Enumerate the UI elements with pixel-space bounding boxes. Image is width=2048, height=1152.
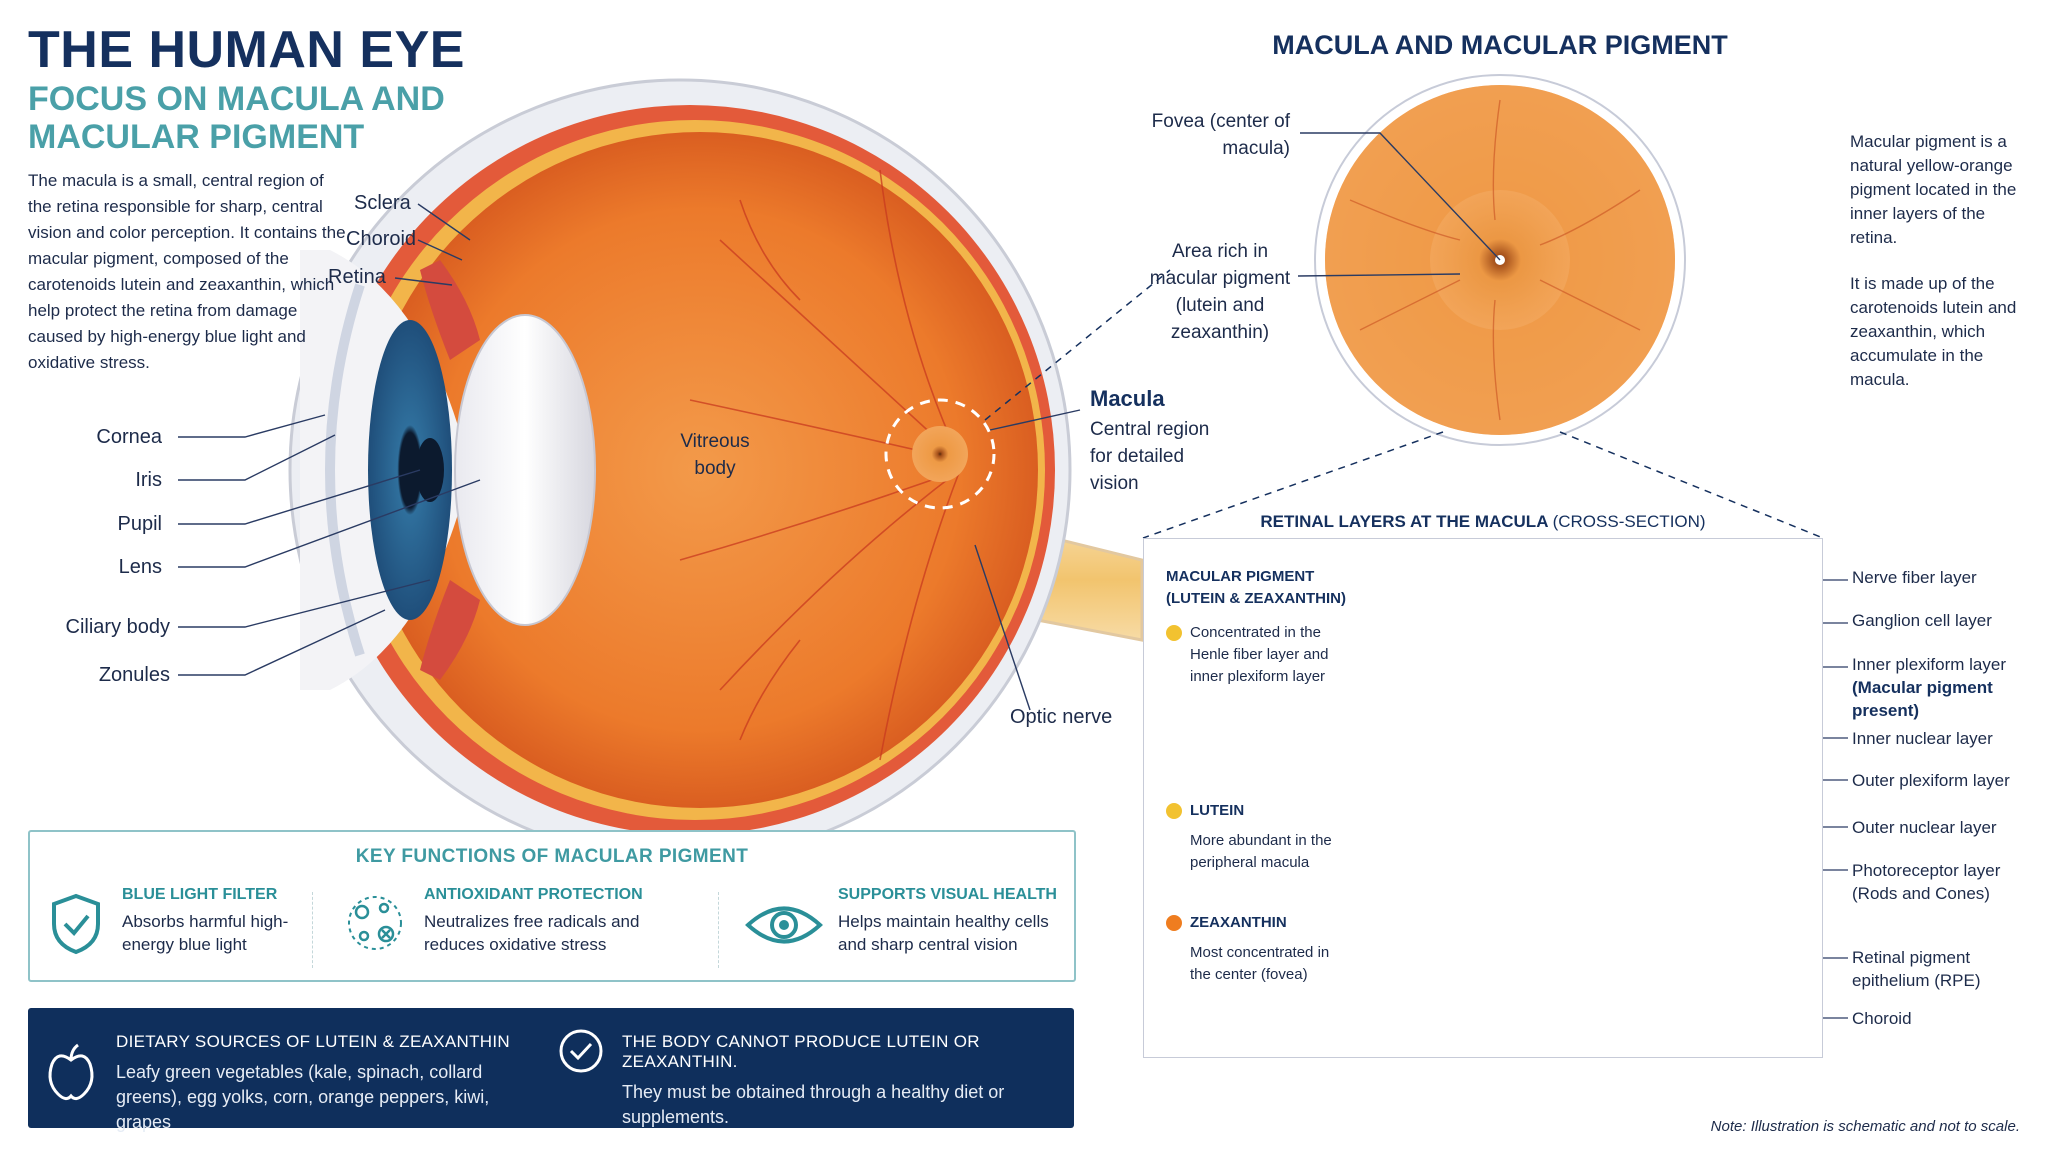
layer-label-rpe: Retinal pigment epithelium (RPE) xyxy=(1852,948,1981,990)
visual-health-desc: Helps maintain healthy cells and sharp c… xyxy=(838,912,1049,954)
eye-icon xyxy=(745,906,823,944)
label-optic-nerve: Optic nerve xyxy=(1010,706,1113,728)
page-subtitle: FOCUS ON MACULA AND MACULAR PIGMENT xyxy=(28,80,445,156)
pigment-legend: MACULAR PIGMENT (LUTEIN & ZEAXANTHIN) Co… xyxy=(1166,566,1356,688)
label-fovea: Fovea (center of macula) xyxy=(1151,111,1290,159)
layer-label-inner-nuclear: Inner nuclear layer xyxy=(1852,729,1993,748)
label-pigment-rich-area: Area rich in macular pigment (lutein and… xyxy=(1149,241,1291,343)
molecule-icon xyxy=(348,896,402,950)
lutein-heading: LUTEIN xyxy=(1190,802,1245,819)
footer-note: Note: Illustration is schematic and not … xyxy=(1710,1118,2020,1135)
antioxidant-heading: ANTIOXIDANT PROTECTION xyxy=(424,886,643,903)
shield-check-icon xyxy=(52,893,100,955)
label-iris: Iris xyxy=(135,469,162,491)
label-lens: Lens xyxy=(118,556,162,578)
intro-paragraph: The macula is a small, central region of… xyxy=(28,171,346,372)
blue-light-filter-text: BLUE LIGHT FILTER Absorbs harmful high-e… xyxy=(122,886,302,956)
layer-label-ipl-note: (Macular pigment present) xyxy=(1852,678,1993,720)
layer-label-outer-plexiform: Outer plexiform layer xyxy=(1852,771,2010,790)
label-sclera: Sclera xyxy=(354,192,411,214)
label-cornea: Cornea xyxy=(96,426,162,448)
lutein-legend-row: LUTEIN xyxy=(1166,800,1336,822)
dietary-sources-panel: DIETARY SOURCES OF LUTEIN & ZEAXANTHIN L… xyxy=(28,1008,1074,1132)
visual-health-heading: SUPPORTS VISUAL HEALTH xyxy=(838,886,1057,903)
zeaxanthin-legend-row: ZEAXANTHIN xyxy=(1166,912,1336,934)
layer-label-nerve-fiber: Nerve fiber layer xyxy=(1852,568,1977,587)
label-ciliary-body: Ciliary body xyxy=(65,616,170,638)
cross-section-title-text: RETINAL LAYERS AT THE MACULA xyxy=(1260,512,1548,531)
visual-health-text: SUPPORTS VISUAL HEALTH Helps maintain he… xyxy=(838,886,1068,956)
check-circle-icon xyxy=(559,1029,603,1073)
cross-section-title-suffix: (CROSS-SECTION) xyxy=(1552,512,1706,531)
layer-label-photoreceptor: Photoreceptor layer (Rods and Cones) xyxy=(1852,861,2001,903)
function-visual-health: SUPPORTS VISUAL HEALTH Helps maintain he… xyxy=(744,886,1068,956)
cross-section-title: RETINAL LAYERS AT THE MACULA (CROSS-SECT… xyxy=(1143,512,1823,532)
layer-label-outer-nuclear: Outer nuclear layer xyxy=(1852,818,1997,837)
apple-icon xyxy=(48,1043,94,1101)
layer-label-choroid: Choroid xyxy=(1852,1009,1912,1028)
label-vitreous-body: Vitreous body xyxy=(680,431,750,479)
function-blue-light-filter: BLUE LIGHT FILTER Absorbs harmful high-e… xyxy=(48,886,302,956)
zeaxanthin-text: Most concentrated in the center (fovea) xyxy=(1190,944,1330,983)
function-divider xyxy=(312,892,313,968)
function-divider xyxy=(718,892,719,968)
blue-light-filter-desc: Absorbs harmful high-energy blue light xyxy=(122,912,289,954)
label-choroid: Choroid xyxy=(346,228,417,250)
pigment-dot-icon xyxy=(1166,625,1182,641)
pigment-legend-heading: MACULAR PIGMENT (LUTEIN & ZEAXANTHIN) xyxy=(1166,568,1346,607)
dietary-sources-list: Leafy green vegetables (kale, spinach, c… xyxy=(116,1062,490,1132)
antioxidant-text: ANTIOXIDANT PROTECTION Neutralizes free … xyxy=(424,886,644,956)
label-retina: Retina xyxy=(328,266,386,288)
zeaxanthin-legend: ZEAXANTHIN Most concentrated in the cent… xyxy=(1166,912,1336,986)
cross-section-panel xyxy=(1143,538,1823,1058)
macular-pigment-note-2: It is made up of the carotenoids lutein … xyxy=(1850,274,2017,389)
pigment-legend-row: Concentrated in the Henle fiber layer an… xyxy=(1166,622,1356,688)
key-functions-title: KEY FUNCTIONS OF MACULAR PIGMENT xyxy=(355,846,749,867)
dietary-sources-text: DIETARY SOURCES OF LUTEIN & ZEAXANTHIN L… xyxy=(116,1032,536,1135)
body-cannot-produce-text: THE BODY CANNOT PRODUCE LUTEIN OR ZEAXAN… xyxy=(622,1032,1062,1130)
key-functions-panel: KEY FUNCTIONS OF MACULAR PIGMENT BLUE LI… xyxy=(28,830,1076,982)
lutein-dot-icon xyxy=(1166,803,1182,819)
body-cannot-produce-desc: They must be obtained through a healthy … xyxy=(622,1082,1005,1127)
blue-light-filter-heading: BLUE LIGHT FILTER xyxy=(122,886,278,903)
antioxidant-desc: Neutralizes free radicals and reduces ox… xyxy=(424,912,640,954)
label-macula: Macula xyxy=(1090,386,1165,411)
macula-panel-title: MACULA AND MACULAR PIGMENT xyxy=(1272,30,1728,60)
body-cannot-produce-heading: THE BODY CANNOT PRODUCE LUTEIN OR ZEAXAN… xyxy=(622,1032,980,1071)
pigment-legend-text: Concentrated in the Henle fiber layer an… xyxy=(1190,624,1329,685)
layer-label-ganglion-cell: Ganglion cell layer xyxy=(1852,611,1992,630)
macular-pigment-note-1: Macular pigment is a natural yellow-oran… xyxy=(1850,132,2017,247)
lutein-legend: LUTEIN More abundant in the peripheral m… xyxy=(1166,800,1336,874)
zeaxanthin-dot-icon xyxy=(1166,915,1182,931)
function-antioxidant: ANTIOXIDANT PROTECTION Neutralizes free … xyxy=(342,886,644,956)
lutein-text: More abundant in the peripheral macula xyxy=(1190,832,1332,871)
dietary-sources-heading: DIETARY SOURCES OF LUTEIN & ZEAXANTHIN xyxy=(116,1032,510,1051)
label-pupil: Pupil xyxy=(117,513,162,535)
zeaxanthin-heading: ZEAXANTHIN xyxy=(1190,914,1287,931)
page-title: THE HUMAN EYE xyxy=(28,21,465,79)
label-macula-description: Central region for detailed vision xyxy=(1090,419,1210,494)
label-zonules: Zonules xyxy=(98,664,170,686)
layer-label-inner-plexiform: Inner plexiform layer xyxy=(1852,655,2007,674)
